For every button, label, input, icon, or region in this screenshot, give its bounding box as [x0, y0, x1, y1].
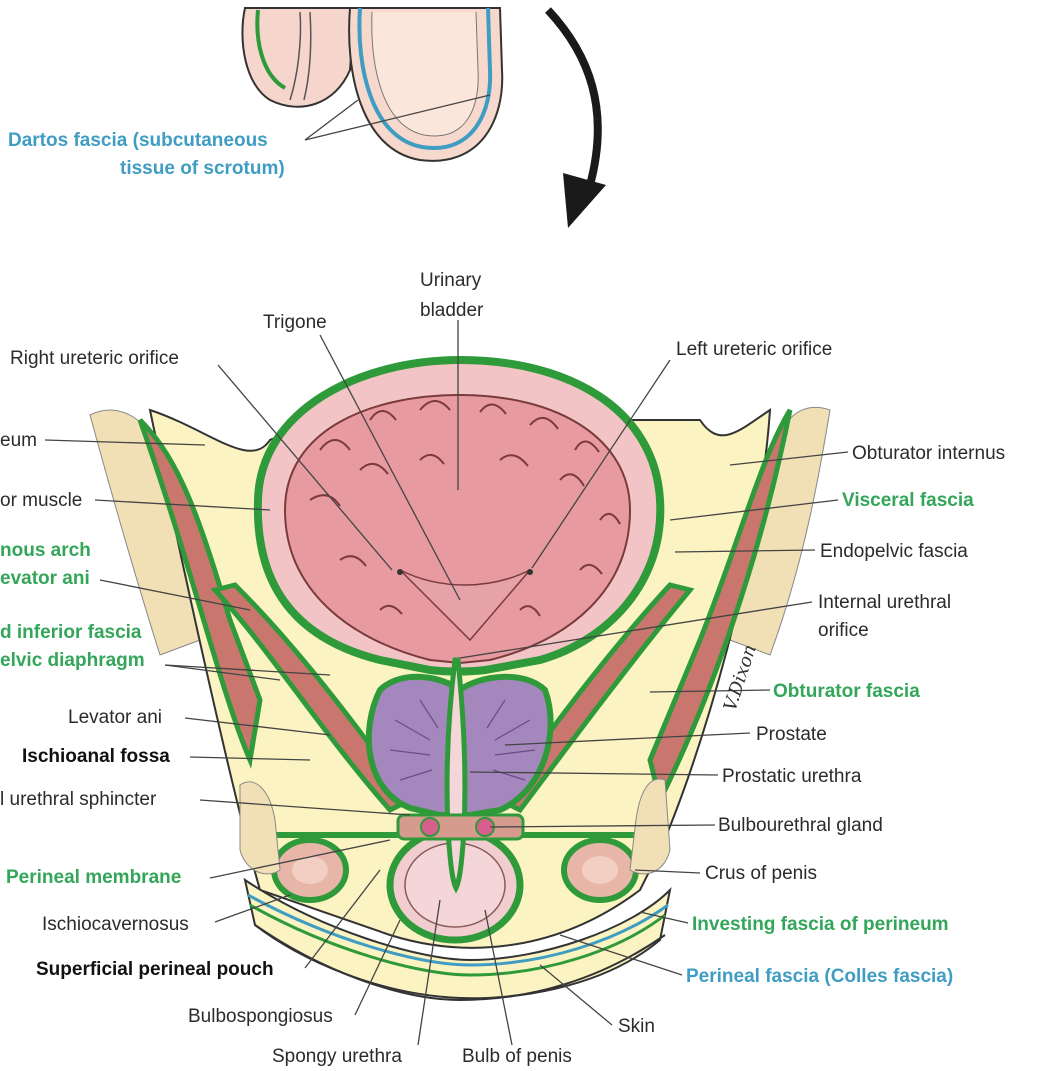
label-obturator-internus: Obturator internus: [852, 443, 1005, 464]
label-prostatic-urethra: Prostatic urethra: [722, 766, 862, 787]
label-sup-inf-fascia-2: elvic diaphragm: [0, 650, 145, 671]
label-internal-urethral-1: Internal urethral: [818, 592, 951, 613]
label-crus-of-penis: Crus of penis: [705, 863, 817, 884]
label-peritoneum: eum: [0, 430, 37, 451]
label-perineal-membrane: Perineal membrane: [6, 867, 181, 888]
label-tendinous-arch-1: nous arch: [0, 540, 91, 561]
label-dartos-line2: tissue of scrotum): [120, 158, 285, 179]
label-bulbourethral-gland: Bulbourethral gland: [718, 815, 883, 836]
label-obturator-fascia: Obturator fascia: [773, 681, 920, 702]
left-bulbourethral-gland: [421, 818, 439, 836]
scrotum-inset: [242, 8, 502, 161]
label-ischioanal-fossa: Ischioanal fossa: [22, 746, 170, 767]
arrowhead-icon: [563, 173, 606, 228]
label-detrusor: or muscle: [0, 490, 82, 511]
label-left-ureteric: Left ureteric orifice: [676, 339, 832, 360]
label-endopelvic-fascia: Endopelvic fascia: [820, 541, 968, 562]
label-levator-ani: Levator ani: [68, 707, 162, 728]
label-visceral-fascia: Visceral fascia: [842, 490, 974, 511]
label-urinary-line1: Urinary: [420, 270, 482, 291]
label-skin: Skin: [618, 1016, 655, 1037]
urethra: [447, 660, 465, 888]
label-urinary-line2: bladder: [420, 300, 484, 321]
label-dartos-line1: Dartos fascia (subcutaneous: [8, 130, 268, 151]
label-sup-inf-fascia-1: d inferior fascia: [0, 622, 142, 643]
label-superficial-pouch: Superficial perineal pouch: [36, 959, 274, 980]
pelvic-section: [90, 360, 830, 1000]
label-tendinous-arch-2: evator ani: [0, 568, 90, 589]
label-prostate: Prostate: [756, 724, 827, 745]
label-right-ureteric: Right ureteric orifice: [10, 348, 179, 369]
label-bulbospongiosus: Bulbospongiosus: [188, 1006, 333, 1027]
label-trigone: Trigone: [263, 312, 327, 333]
label-bulb-of-penis: Bulb of penis: [462, 1046, 572, 1067]
label-spongy-urethra: Spongy urethra: [272, 1046, 402, 1067]
label-perineal-fascia: Perineal fascia (Colles fascia): [686, 966, 953, 987]
transition-arrow: [548, 10, 598, 185]
label-ischiocavernosus: Ischiocavernosus: [42, 914, 189, 935]
label-internal-urethral-2: orifice: [818, 620, 869, 641]
label-ext-sphincter: l urethral sphincter: [0, 789, 157, 810]
label-investing-fascia: Investing fascia of perineum: [692, 914, 949, 935]
